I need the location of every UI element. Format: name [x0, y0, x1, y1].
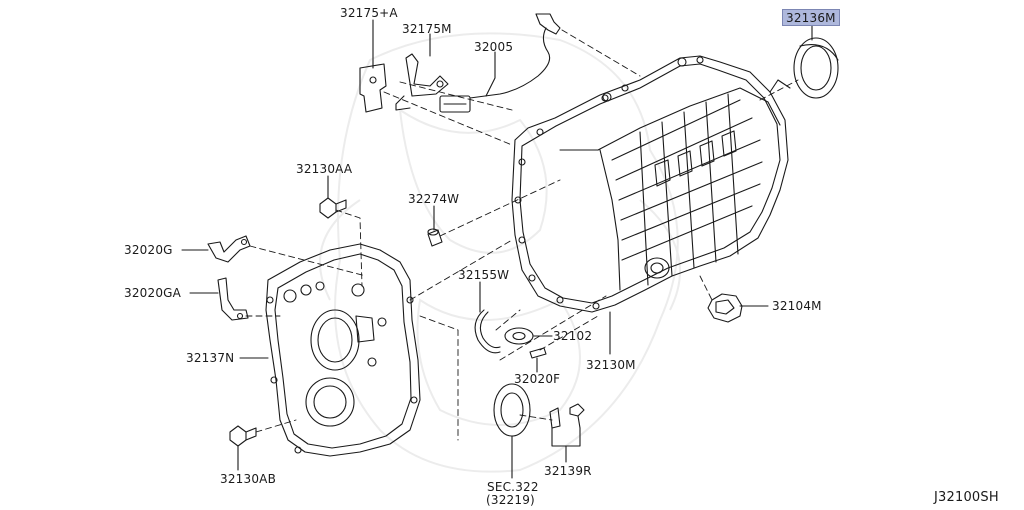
- callout-label[interactable]: 32155W: [458, 268, 510, 282]
- watermark-emblem: [319, 32, 681, 473]
- bracket-32175A: [359, 63, 387, 113]
- bolt-32130AB: [229, 425, 257, 447]
- callout-label[interactable]: 32005: [474, 40, 514, 54]
- bracket-32020GA: [217, 277, 249, 321]
- pin-32020F: [529, 347, 547, 359]
- callout-label[interactable]: 32102: [553, 329, 593, 343]
- bracket-32020G: [207, 235, 251, 263]
- callout-label[interactable]: 32137N: [186, 351, 235, 365]
- rear-adapter-case: [265, 243, 421, 457]
- oil-seal-sec-322: [493, 383, 531, 437]
- callout-label[interactable]: 32020GA: [124, 286, 182, 300]
- callout-label[interactable]: 32020G: [124, 243, 173, 257]
- snap-ring-32155W: [474, 309, 501, 354]
- callout-label[interactable]: 32175+A: [340, 6, 398, 20]
- oil-seal-32136M: [793, 37, 839, 99]
- callout-label[interactable]: 32130M: [586, 358, 636, 372]
- callout-label[interactable]: (32219): [486, 493, 535, 507]
- drain-plug-32104M: [707, 293, 743, 323]
- figure-code: J32100SH: [934, 490, 999, 505]
- leader-lines: [181, 19, 813, 479]
- callout-label[interactable]: 32104M: [772, 299, 822, 313]
- callout-label[interactable]: SEC.322: [487, 480, 539, 494]
- switch-sensor-32005: [439, 13, 561, 113]
- assembly-dashed-lines: [245, 29, 799, 441]
- callout-label-highlighted[interactable]: 32136M: [782, 9, 840, 26]
- callout-label[interactable]: 32020F: [514, 372, 561, 386]
- main-transmission-case: [511, 55, 791, 313]
- bolt-clip-32139R: [549, 403, 585, 429]
- callout-label[interactable]: 32139R: [544, 464, 592, 478]
- callout-label[interactable]: 32175M: [402, 22, 452, 36]
- dowel-32274W: [427, 228, 443, 247]
- washer-32102: [504, 327, 534, 345]
- callout-label[interactable]: 32274W: [408, 192, 460, 206]
- bracket-32175M: [395, 53, 449, 111]
- callout-label[interactable]: 32130AA: [296, 162, 353, 176]
- callout-label[interactable]: 32130AB: [220, 472, 277, 486]
